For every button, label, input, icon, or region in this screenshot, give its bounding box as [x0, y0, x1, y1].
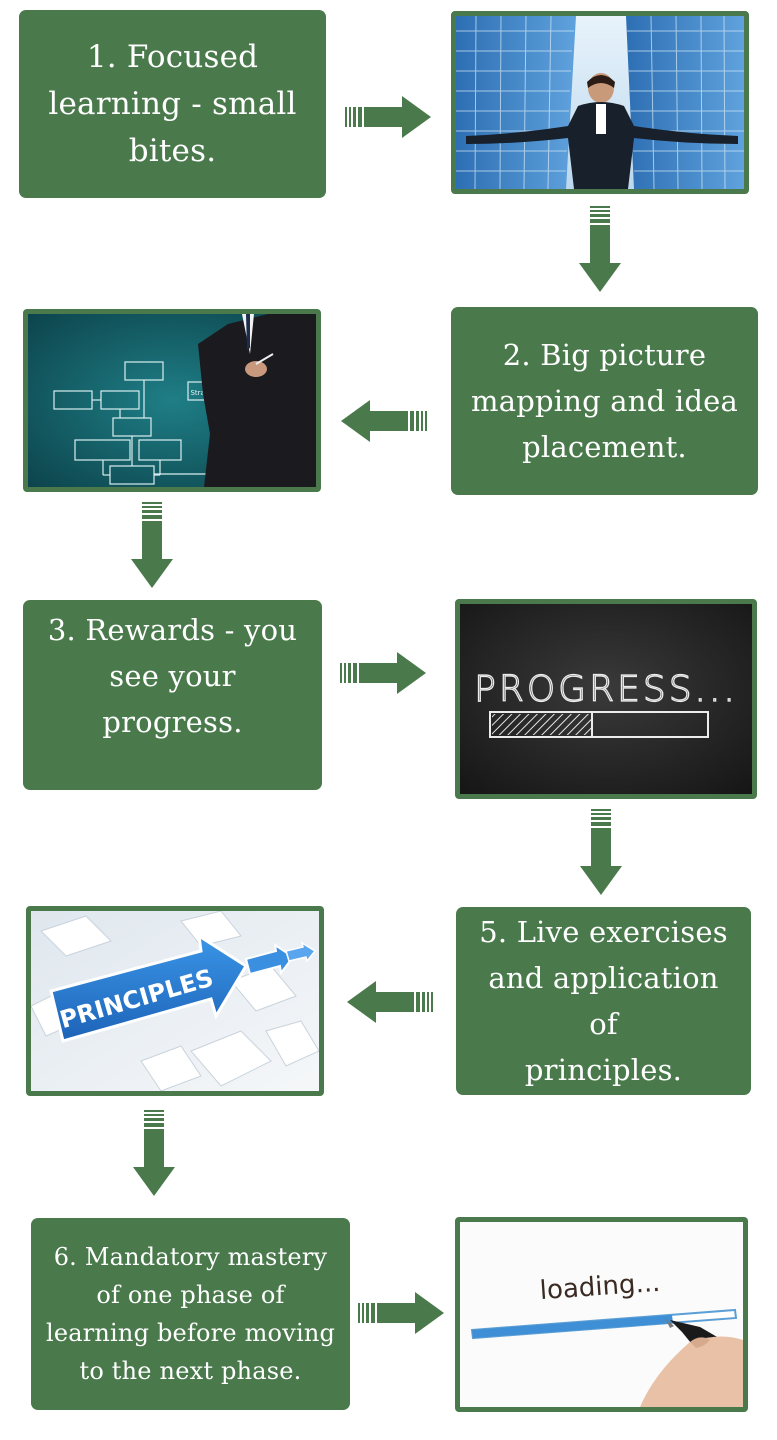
step-1-box: 1. Focused learning - small bites.	[19, 10, 326, 198]
principles-image: PRINCIPLES	[26, 906, 324, 1096]
arrow-left-icon	[347, 981, 433, 1023]
strategy-plan-image: Strategy Plan	[23, 309, 321, 492]
arrow-down-icon	[580, 809, 622, 895]
step-5-box: 5. Live exercises and application of pri…	[456, 907, 751, 1095]
loading-image: loading...	[455, 1217, 748, 1412]
progress-chalkboard-image: PROGRESS...	[455, 599, 757, 799]
arrow-down-icon	[133, 1110, 175, 1196]
step-6-text: 6. Mandatory mastery of one phase of lea…	[45, 1243, 336, 1385]
step-2-box: 2. Big picture mapping and idea placemen…	[451, 307, 758, 495]
arrow-down-icon	[131, 502, 173, 588]
businessman-image	[451, 11, 749, 194]
arrow-right-icon	[345, 96, 431, 138]
step-3-text: 3. Rewards - you see your progress.	[47, 613, 298, 739]
arrow-down-icon	[579, 206, 621, 292]
arrow-left-icon	[341, 400, 427, 442]
step-6-box: 6. Mandatory mastery of one phase of lea…	[31, 1218, 350, 1410]
step-3-box: 3. Rewards - you see your progress.	[23, 600, 322, 790]
progress-caption: PROGRESS...	[474, 669, 738, 710]
arrow-right-icon	[340, 652, 426, 694]
step-2-text: 2. Big picture mapping and idea placemen…	[471, 338, 738, 464]
step-1-text: 1. Focused learning - small bites.	[48, 38, 297, 169]
step-5-text: 5. Live exercises and application of pri…	[479, 915, 728, 1087]
arrow-right-icon	[358, 1292, 444, 1334]
